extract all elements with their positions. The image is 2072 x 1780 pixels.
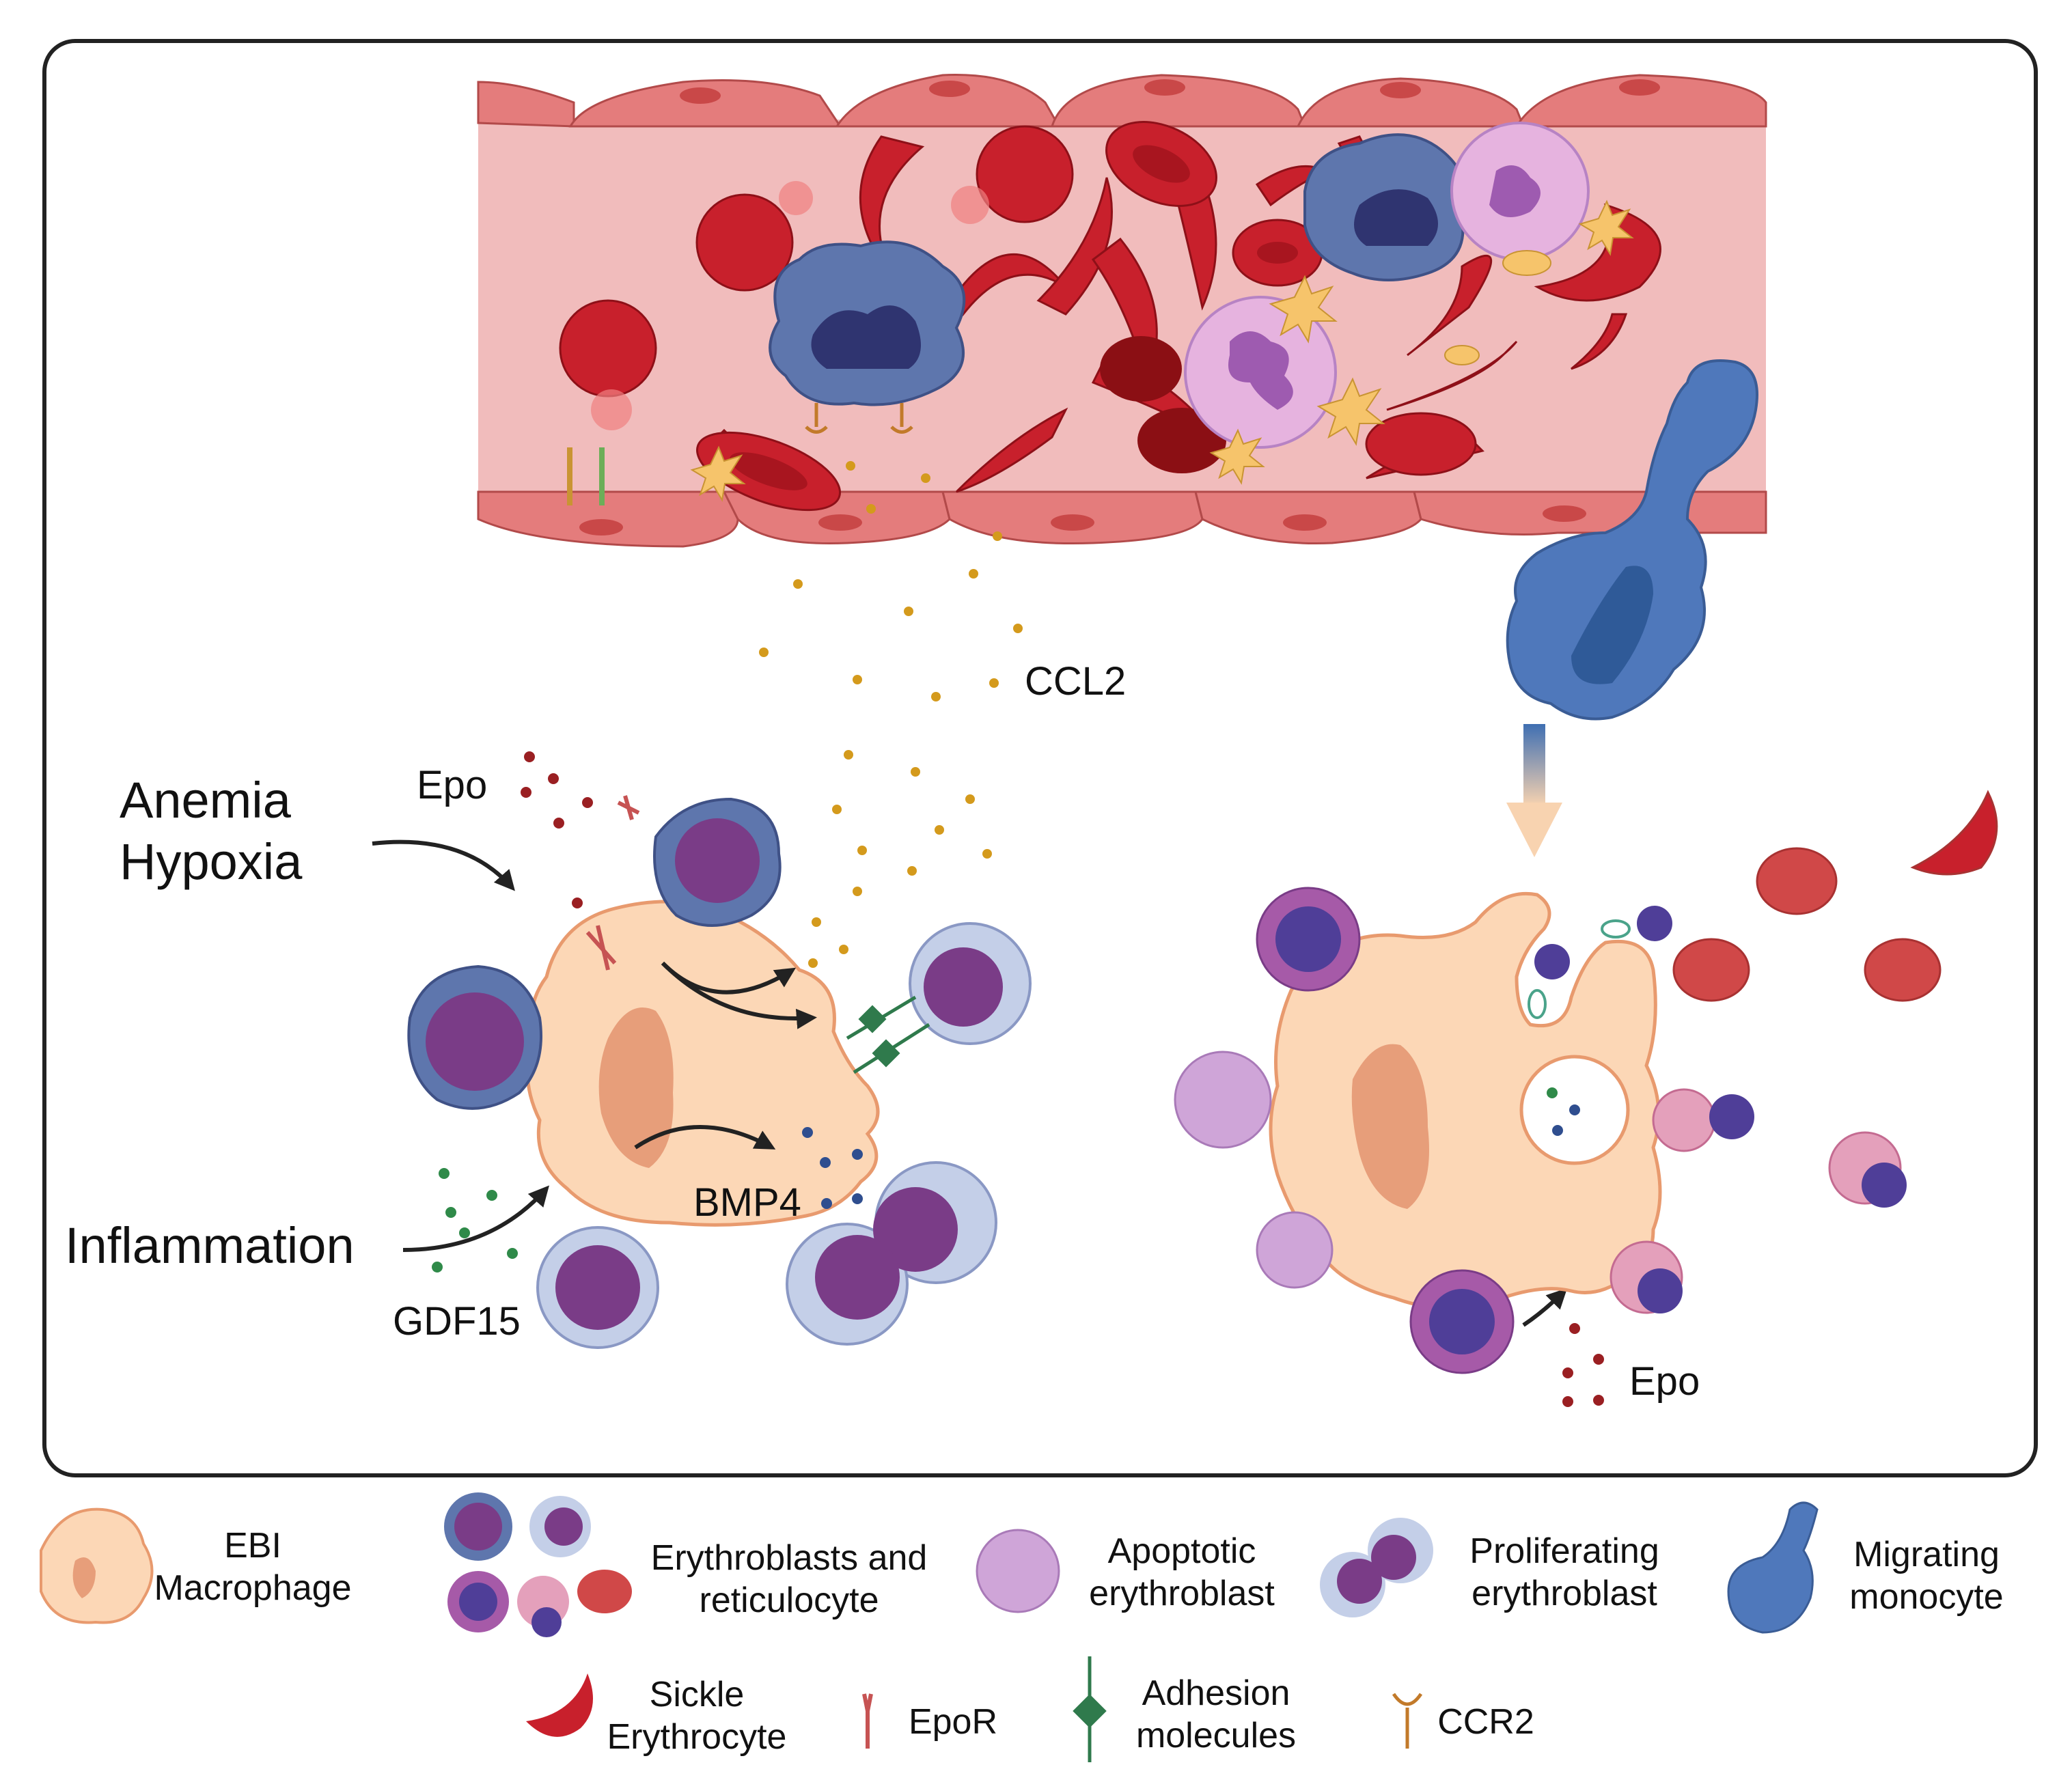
erythroblast-top xyxy=(653,797,782,927)
erythrocytes xyxy=(695,121,1477,512)
reticulocytes-right xyxy=(1672,790,1998,1002)
migrating-monocyte xyxy=(1506,359,1758,721)
label-hypoxia: Hypoxia xyxy=(120,833,303,890)
legend-ccr2-icon xyxy=(1392,1693,1423,1749)
legend-macrophage-icon xyxy=(40,1507,154,1624)
platelets xyxy=(690,199,1634,502)
bmp4-molecules xyxy=(802,1127,863,1209)
label-epo-left: Epo xyxy=(417,763,488,807)
legend-sickle-icon xyxy=(526,1673,593,1737)
erythroblast-bottom-left xyxy=(536,1226,659,1349)
legend-apoptotic-icon xyxy=(976,1529,1060,1613)
endothelium-top xyxy=(477,74,1767,128)
left-ebi xyxy=(372,751,1568,1349)
label-anemia: Anemia xyxy=(120,772,291,829)
gdf15-molecules xyxy=(432,1168,518,1273)
vessel-monocyte-2 xyxy=(1303,133,1467,281)
erythroblast-right-top xyxy=(909,922,1032,1045)
signal-arrows xyxy=(372,839,1568,1327)
diagram-frame xyxy=(42,39,2038,1477)
legend-proliferating-icon xyxy=(1320,1518,1433,1617)
ccl2-molecules xyxy=(759,461,1023,968)
label-epo-right: Epo xyxy=(1629,1359,1700,1404)
label-inflammation: Inflammation xyxy=(65,1217,355,1274)
vessel-monocyte xyxy=(769,240,966,434)
blood-vessel xyxy=(477,74,1767,548)
label-gdf15: GDF15 xyxy=(393,1299,521,1344)
epor-receptors xyxy=(585,795,640,971)
legend-ccr2: CCR2 xyxy=(1437,1702,1534,1742)
erythroblast-left xyxy=(407,964,542,1110)
label-ccl2: CCL2 xyxy=(1025,659,1127,704)
differentiation-arrow xyxy=(1506,724,1562,857)
legend-icons xyxy=(40,1492,1819,1762)
ebi-macrophage-left xyxy=(525,900,880,1227)
epo-molecules-right xyxy=(1562,1323,1604,1407)
neutrophils xyxy=(1184,122,1590,449)
erythroblasts-right xyxy=(1256,887,1907,1374)
legend-monocyte-icon xyxy=(1727,1501,1819,1634)
epo-molecules-left xyxy=(521,751,593,908)
right-ebi xyxy=(1174,790,1998,1407)
legend-erythroblast-icon xyxy=(444,1492,632,1637)
proliferating-erythroblast-left xyxy=(786,1161,997,1346)
adhesion-molecules xyxy=(846,995,930,1074)
apoptotic-erythroblasts xyxy=(1174,1051,1334,1289)
legend-epor: EpoR xyxy=(908,1702,998,1742)
legend-adhesion-icon xyxy=(1073,1656,1107,1762)
legend-epor-icon xyxy=(862,1693,873,1749)
hemolysing-erythrocytes xyxy=(559,125,1074,430)
label-bmp4: BMP4 xyxy=(693,1180,801,1225)
vessel-rods xyxy=(567,447,605,505)
